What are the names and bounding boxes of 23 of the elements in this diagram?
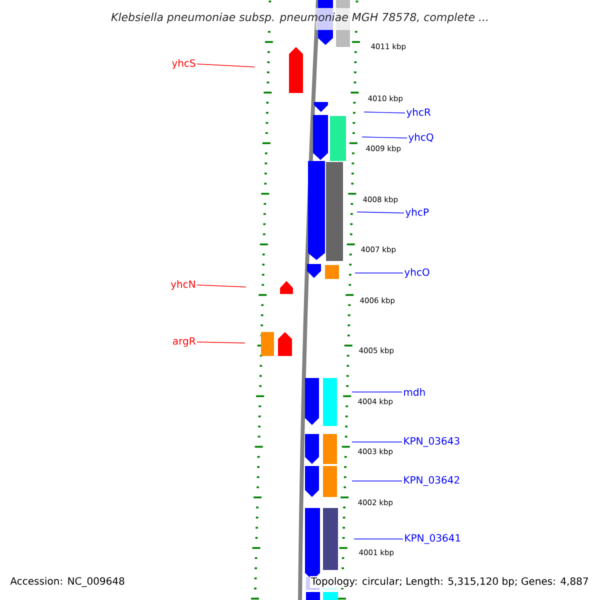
gene-label: yhcN — [170, 280, 195, 290]
gene-label: yhcR — [406, 108, 431, 118]
title: Klebsiella pneumoniae subsp. pneumoniae MGH 78578, complete ... — [111, 12, 488, 24]
leader-line — [364, 112, 406, 114]
gene-label: KPN_03641 — [405, 534, 460, 544]
gene-label: mdh — [404, 388, 425, 396]
leader-line — [196, 342, 246, 344]
gene-label: KPN_03642 — [404, 476, 460, 486]
leader-line — [354, 272, 404, 274]
gene-label: yhcO — [404, 268, 430, 278]
leader-line — [356, 212, 404, 214]
gene-label: yhcP — [406, 208, 429, 218]
leader-line — [354, 538, 404, 540]
leader-line — [352, 480, 402, 482]
accession-text: Accession: NC_009648 — [10, 577, 124, 587]
summary-text: Topology: circular; Length: 5,315,120 bp; Genes: 4,887 — [310, 576, 590, 588]
gene-label: yhcS — [172, 59, 196, 69]
gene-label: KPN_03643 — [404, 437, 460, 447]
gene-label: yhcQ — [408, 133, 434, 143]
leader-line — [196, 64, 256, 68]
leader-line — [362, 136, 408, 138]
leader-line — [196, 284, 246, 288]
gene-label: argR — [173, 337, 196, 347]
